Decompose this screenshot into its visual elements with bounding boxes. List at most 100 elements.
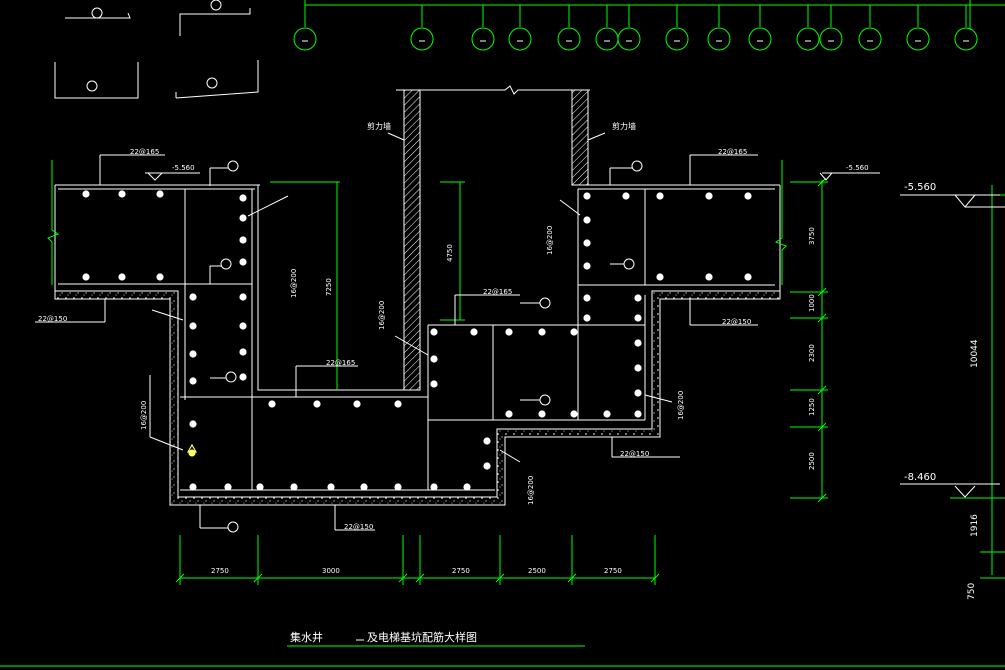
axis-bubble: [410, 27, 434, 51]
rebar-dot: [189, 377, 197, 385]
rebar-dot: [583, 294, 591, 302]
axis-bubble: [471, 27, 495, 51]
rebar-dot: [634, 389, 642, 397]
rebar-dot: [634, 339, 642, 347]
rebar-label-right-low: 22@150: [620, 450, 649, 458]
rebar-label-v-right-low: 16@200: [527, 476, 535, 505]
rebar-label-v-left-low: 16@200: [378, 301, 386, 330]
axis-bubble: [595, 27, 619, 51]
rebar-dot: [82, 273, 90, 281]
rebar-dot: [268, 400, 276, 408]
rebar-dot: [583, 262, 591, 270]
rebar-label-v-right-top: 16@200: [546, 226, 554, 255]
dim-right-5: 2500: [808, 452, 816, 470]
rebar-dot: [239, 293, 247, 301]
rebar-dot: [239, 214, 247, 222]
elevation-right-bottom: -8.460: [904, 472, 936, 483]
dim-right-1: 3750: [808, 227, 816, 245]
dim-center-height: 4750: [446, 244, 454, 262]
axis-bubble: [954, 27, 978, 51]
elevation-right-top: -5.560: [904, 182, 936, 193]
dim-big-right-2: 1916: [970, 514, 980, 537]
drawing-title-part2: 及电梯基坑配筋大样图: [367, 630, 477, 644]
rebar-dot: [505, 410, 513, 418]
rebar-dot: [239, 258, 247, 266]
title-underline: [287, 639, 585, 647]
axis-bubble: [906, 27, 930, 51]
rebar-dot: [483, 462, 491, 470]
rebar-dot: [634, 314, 642, 322]
rebar-dot: [327, 483, 335, 491]
rebar-dot: [634, 410, 642, 418]
axis-bubble: [707, 27, 731, 51]
axis-bubble: [508, 27, 532, 51]
rebar-dot: [583, 192, 591, 200]
rebar-dot: [705, 192, 713, 200]
rebar-dot: [189, 420, 197, 428]
rebar-dot: [634, 364, 642, 372]
rebar-dot: [583, 216, 591, 224]
rebar-dot: [538, 410, 546, 418]
highlight-marker: [186, 443, 198, 457]
drawing-title-part1: 集水井: [290, 630, 323, 644]
rebar-label-bottom: 22@150: [344, 523, 373, 531]
rebar-dot: [505, 328, 513, 336]
rebar-dot: [463, 483, 471, 491]
rebar-dot: [82, 190, 90, 198]
dim-right-2: 1000: [808, 294, 816, 312]
rebar-dot: [224, 483, 232, 491]
rebar-dot: [189, 322, 197, 330]
axis-grid: [293, 0, 1005, 51]
dimension-bottom: [175, 535, 660, 585]
rebar-dot: [239, 194, 247, 202]
rebar-dot: [483, 437, 491, 445]
axis-bubble: [665, 27, 689, 51]
rebar-dot: [189, 350, 197, 358]
rebar-dot: [570, 328, 578, 336]
axis-bubble: [858, 27, 882, 51]
rebar-dot: [430, 328, 438, 336]
dim-right-3: 2300: [808, 344, 816, 362]
dim-right-4: 1250: [808, 398, 816, 416]
rebar-dot: [189, 293, 197, 301]
pit-section: [54, 85, 781, 506]
wall-label-right: 剪力墙: [612, 121, 636, 131]
rebar-dimension-lines: [270, 181, 465, 390]
rebar-dot: [470, 328, 478, 336]
rebar-dots: [82, 190, 752, 491]
rebar-label-center-low: 22@165: [326, 359, 355, 367]
rebar-label-v-center: 16@200: [290, 269, 298, 298]
rebar-label-top-left: 22@165: [130, 148, 159, 156]
rebar-dot: [118, 190, 126, 198]
break-marks: [47, 160, 787, 285]
small-detail-left: [54, 0, 259, 99]
rebar-label-left-mid: 22@150: [38, 315, 67, 323]
rebar-dot: [118, 273, 126, 281]
axis-bubble: [796, 27, 820, 51]
rebar-dot: [360, 483, 368, 491]
elevation-right-small: -5.560: [846, 164, 869, 172]
rebar-dot: [353, 400, 361, 408]
rebar-dot: [290, 483, 298, 491]
axis-bubble: [748, 27, 772, 51]
rebar-dot: [256, 483, 264, 491]
axis-bubble: [293, 27, 317, 51]
dim-left-height: 7250: [325, 278, 333, 296]
rebar-dot: [570, 410, 578, 418]
axis-bubble: [819, 27, 843, 51]
elevation-markers: [145, 172, 880, 181]
rebar-dot: [622, 192, 630, 200]
rebar-dot: [239, 236, 247, 244]
rebar-dot: [656, 273, 664, 281]
rebar-dot: [744, 192, 752, 200]
rebar-dot: [430, 380, 438, 388]
rebar-dot: [313, 400, 321, 408]
rebar-dot: [189, 483, 197, 491]
dimension-right: [790, 172, 880, 503]
rebar-dot: [156, 190, 164, 198]
rebar-label-v-left: 16@200: [140, 401, 148, 430]
rebar-label-center-top: 22@165: [483, 288, 512, 296]
axis-bubble: [617, 27, 641, 51]
rebar-dot: [430, 355, 438, 363]
dim-big-right-1: 10044: [970, 339, 980, 368]
